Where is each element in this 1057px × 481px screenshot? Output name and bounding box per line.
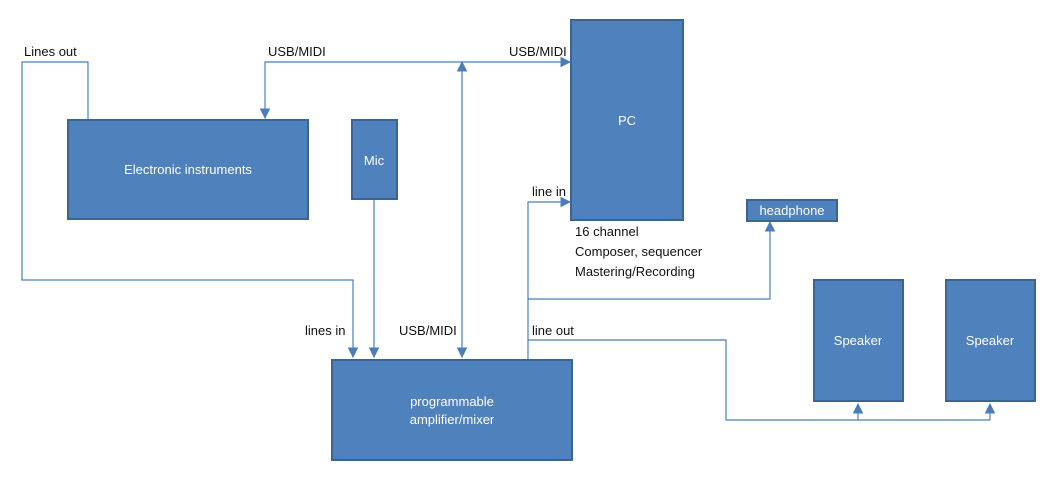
pc-caption-line3: Mastering/Recording: [575, 264, 695, 279]
pc-label: PC: [618, 113, 636, 128]
headphone-label: headphone: [759, 203, 824, 218]
line-in-connector: [527, 196, 572, 360]
lines-out-connector: [21, 61, 359, 359]
usb-midi-pc-label: USB/MIDI: [509, 44, 567, 59]
speaker-left-box: [813, 279, 904, 402]
mic-box: [351, 119, 398, 200]
line-in-label: line in: [532, 184, 566, 199]
headphone-connector: [528, 220, 776, 300]
mic-label: Mic: [364, 153, 385, 168]
line-out-connector: [528, 339, 990, 421]
usb-midi-instruments-label: USB/MIDI: [268, 44, 326, 59]
pc-caption-line2: Composer, sequencer: [575, 244, 703, 259]
mixer-label-line2: amplifier/mixer: [410, 412, 495, 427]
speaker-right-label: Speaker: [966, 333, 1015, 348]
electronic-instruments-label: Electronic instruments: [124, 162, 252, 177]
mixer-label-line1: programmable: [410, 394, 494, 409]
pc-caption-line1: 16 channel: [575, 224, 639, 239]
mixer-box: [331, 359, 573, 461]
speaker-right-box: [945, 279, 1036, 402]
usb-midi-mixer-label: USB/MIDI: [399, 323, 457, 338]
speaker-left-label: Speaker: [834, 333, 883, 348]
line-out-label: line out: [532, 323, 574, 338]
lines-out-label: Lines out: [24, 44, 77, 59]
electronic-instruments-box: [67, 119, 309, 220]
headphone-box: [746, 199, 838, 222]
lines-in-label: lines in: [305, 323, 345, 338]
pc-box: [570, 19, 684, 221]
usb-midi-instruments-pc-connector: [259, 56, 572, 120]
